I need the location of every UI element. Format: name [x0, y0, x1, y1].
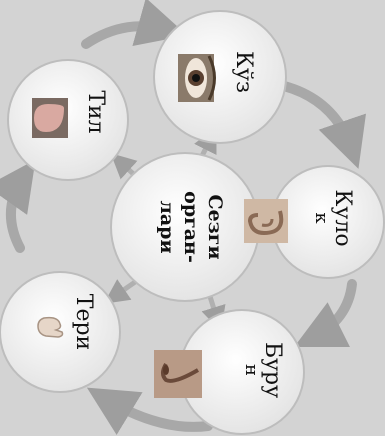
node-nose-label-line-2: н [241, 364, 262, 376]
arrow-nose-to-skin [86, 387, 213, 435]
node-nose-label-line-1: Буру [260, 342, 285, 398]
node-tongue-label: Тил [83, 90, 108, 133]
ear-icon [244, 199, 288, 243]
spoke-to-skin [103, 277, 140, 304]
center-label-line-2: орган- [180, 191, 202, 263]
node-ear: Куло к [244, 165, 385, 279]
cycle-arrows [0, 0, 366, 435]
node-ear-label-line-1: Куло [330, 189, 355, 246]
center-node: Сезги орган- лари [110, 152, 260, 302]
arrow-tongue-to-eye [81, 0, 188, 49]
node-nose: Буру н [154, 309, 305, 435]
node-eye-label: Кўз [231, 51, 256, 93]
node-eye: Кўз [153, 10, 287, 144]
arrow-skin-to-tongue [0, 159, 36, 253]
node-tongue: Тил [7, 59, 129, 181]
node-ear-label-line-2: к [311, 212, 332, 224]
tongue-icon [32, 98, 68, 138]
arrow-eye-to-ear [279, 81, 366, 169]
center-label-line-1: Сезги [204, 194, 226, 259]
nose-icon [154, 350, 202, 398]
node-skin-label: Тери [71, 294, 96, 350]
arrow-ear-to-nose [294, 279, 357, 347]
hand-icon [37, 316, 64, 338]
center-label-line-3: лари [156, 200, 178, 253]
eye-icon [178, 54, 216, 102]
node-skin: Тери [0, 271, 121, 393]
